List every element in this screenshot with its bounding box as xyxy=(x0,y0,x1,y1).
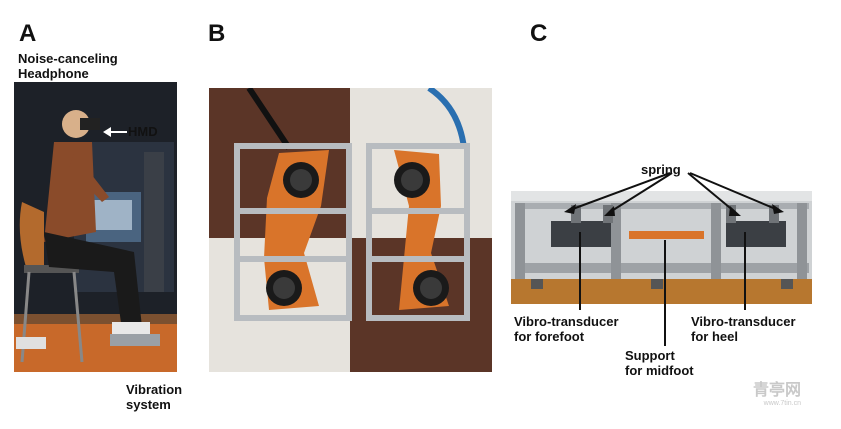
panel-b-letter: B xyxy=(208,20,226,47)
panel-a-letter: A xyxy=(19,20,37,47)
watermark-url: www.7tin.cn xyxy=(763,400,801,407)
photo-participant xyxy=(14,82,177,372)
forefoot-transducer-label: Vibro-transducer for forefoot xyxy=(514,314,619,344)
watermark: 青亭网 www.7tin.cn xyxy=(753,376,801,407)
heel-transducer-label: Vibro-transducer for heel xyxy=(691,314,796,344)
headphone-label: Noise-canceling Headphone xyxy=(18,51,118,81)
watermark-text: 青亭网 xyxy=(752,382,801,399)
hmd-arrow-icon xyxy=(103,127,127,137)
photo-side-view xyxy=(511,191,812,304)
hmd-label: HMD xyxy=(128,124,158,139)
midfoot-support-label: Support for midfoot xyxy=(625,348,694,378)
photo-vibration-platforms xyxy=(209,88,492,372)
panel-c-letter: C xyxy=(530,20,548,47)
vibration-system-label: Vibration system xyxy=(126,382,183,412)
callout-lines xyxy=(564,172,784,346)
